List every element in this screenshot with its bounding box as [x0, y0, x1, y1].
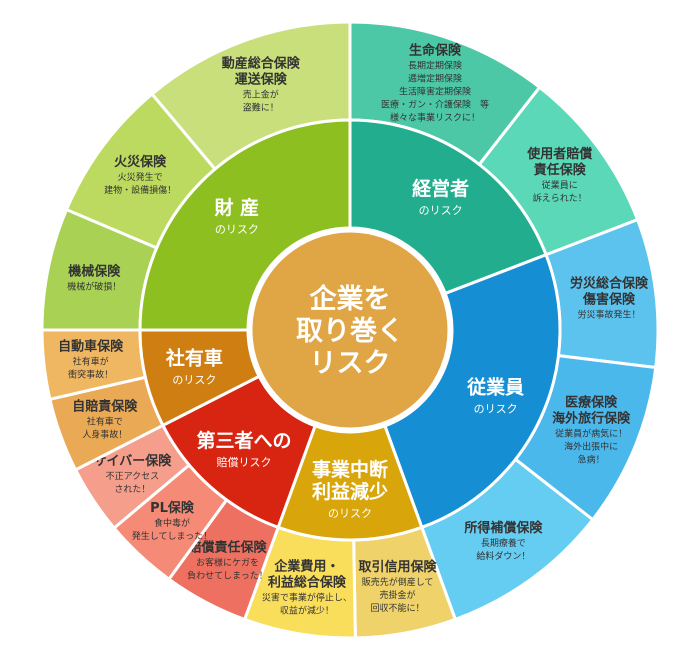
insurance-description: 販売先が倒産して	[362, 576, 434, 588]
insurance-name: 医療保険	[565, 394, 618, 410]
insurance-name: 生命保険	[409, 43, 462, 59]
insurance-description: 人身事故！	[82, 428, 127, 440]
insurance-description: された！	[114, 484, 150, 495]
insurance-name: 自賠責保険	[72, 398, 138, 414]
insurance-description: 逓増定期保険	[408, 73, 462, 85]
risk-category-subtitle: のリスク	[474, 402, 518, 415]
risk-category-subtitle: のリスク	[172, 373, 216, 386]
insurance-description: 訴えられた！	[533, 192, 587, 204]
insurance-description: 従業員が病気に！	[555, 427, 627, 439]
center-title: 取り巻く	[296, 316, 404, 347]
center-title: 企業を	[310, 283, 391, 315]
inner-ring: 財 産のリスク経営者のリスク従業員のリスク事業中断利益減少のリスク第三者への賠償…	[138, 118, 562, 542]
insurance-name: 使用者賠償	[526, 146, 593, 162]
insurance-description: 様々な事業リスクに！	[390, 112, 480, 124]
center-circle-shape	[249, 229, 451, 431]
center-title: リスク	[310, 348, 391, 379]
insurance-name: 利益総合保険	[268, 574, 347, 590]
insurance-description: 長期療養で	[481, 537, 526, 549]
insurance-description: 長期定期保険	[408, 60, 462, 72]
risk-category-title: 利益減少	[312, 480, 388, 503]
insurance-name: 責任保険	[534, 162, 587, 178]
insurance-description: 海外出張中に	[564, 440, 618, 452]
insurance-name: 自動車保険	[58, 339, 124, 355]
insurance-description: 建物・設備損傷！	[104, 184, 176, 196]
risk-category-title: 経営者	[412, 177, 469, 200]
insurance-description: 売上金が	[243, 89, 279, 101]
insurance-name: 運送保険	[235, 72, 288, 88]
insurance-name: 海外旅行保険	[552, 410, 631, 426]
insurance-description: 食中毒が	[154, 517, 190, 529]
insurance-description: 社有車で	[87, 415, 123, 427]
risk-category-shape	[138, 328, 262, 428]
risk-category-title: 事業中断	[312, 458, 388, 481]
risk-category-title: 社有車	[165, 346, 223, 369]
insurance-description: 医療・ガン・介護保険 等	[381, 99, 489, 111]
insurance-description: 給料ダウン！	[476, 550, 530, 562]
insurance-name: PL保険	[150, 500, 195, 516]
insurance-name: 企業費用・	[273, 558, 339, 574]
insurance-name: 傷害保険	[582, 292, 636, 308]
insurance-description: 社有車が	[73, 356, 109, 368]
insurance-description: 急病！	[578, 453, 605, 465]
insurance-description: 機械が破損！	[67, 280, 121, 292]
risk-category-title: 従業員	[466, 375, 524, 398]
insurance-description: 従業員に	[542, 179, 578, 191]
risk-category-shape	[138, 118, 352, 332]
risk-category-shape	[348, 118, 548, 296]
insurance-name: 労災総合保険	[570, 276, 649, 292]
insurance-description: 労災事故発生！	[578, 309, 641, 321]
insurance-description: お客様にケガを	[196, 556, 259, 568]
insurance-description: 不正アクセス	[106, 471, 160, 482]
insurance-description: 負わせてしまった！	[187, 569, 268, 581]
insurance-description: 売掛金が	[380, 589, 416, 601]
risk-category-title: 財 産	[215, 196, 260, 219]
insurance-name: 取引信用保険	[359, 559, 438, 575]
insurance-name: 賠償責任保険	[188, 539, 267, 555]
insurance-description: 発生してしまった！	[132, 530, 212, 542]
risk-category-title: 第三者への	[196, 429, 291, 452]
insurance-name: 所得補償保険	[464, 520, 543, 536]
insurance-description: 回収不能に！	[371, 602, 425, 614]
risk-category-subtitle: のリスク	[328, 507, 372, 520]
insurance-name: 火災保険	[114, 154, 167, 170]
insurance-description: 災害で事業が停止し、	[262, 591, 352, 603]
insurance-description: 盗難に！	[243, 102, 279, 114]
risk-category-shape	[382, 252, 562, 530]
insurance-description: 収益が減少！	[280, 604, 334, 616]
insurance-description: 火災発生で	[118, 171, 163, 183]
risk-category-subtitle: のリスク	[215, 223, 259, 236]
insurance-name: 機械保険	[68, 263, 121, 279]
risk-category-subtitle: のリスク	[419, 204, 463, 217]
insurance-description: 衝突事故！	[68, 369, 113, 381]
risk-category-subtitle: 賠償リスク	[216, 455, 271, 469]
insurance-name: 動産総合保険	[222, 56, 301, 72]
insurance-description: 生活障害定期保険	[399, 86, 471, 98]
insurance-name: サイバー保険	[93, 453, 172, 469]
